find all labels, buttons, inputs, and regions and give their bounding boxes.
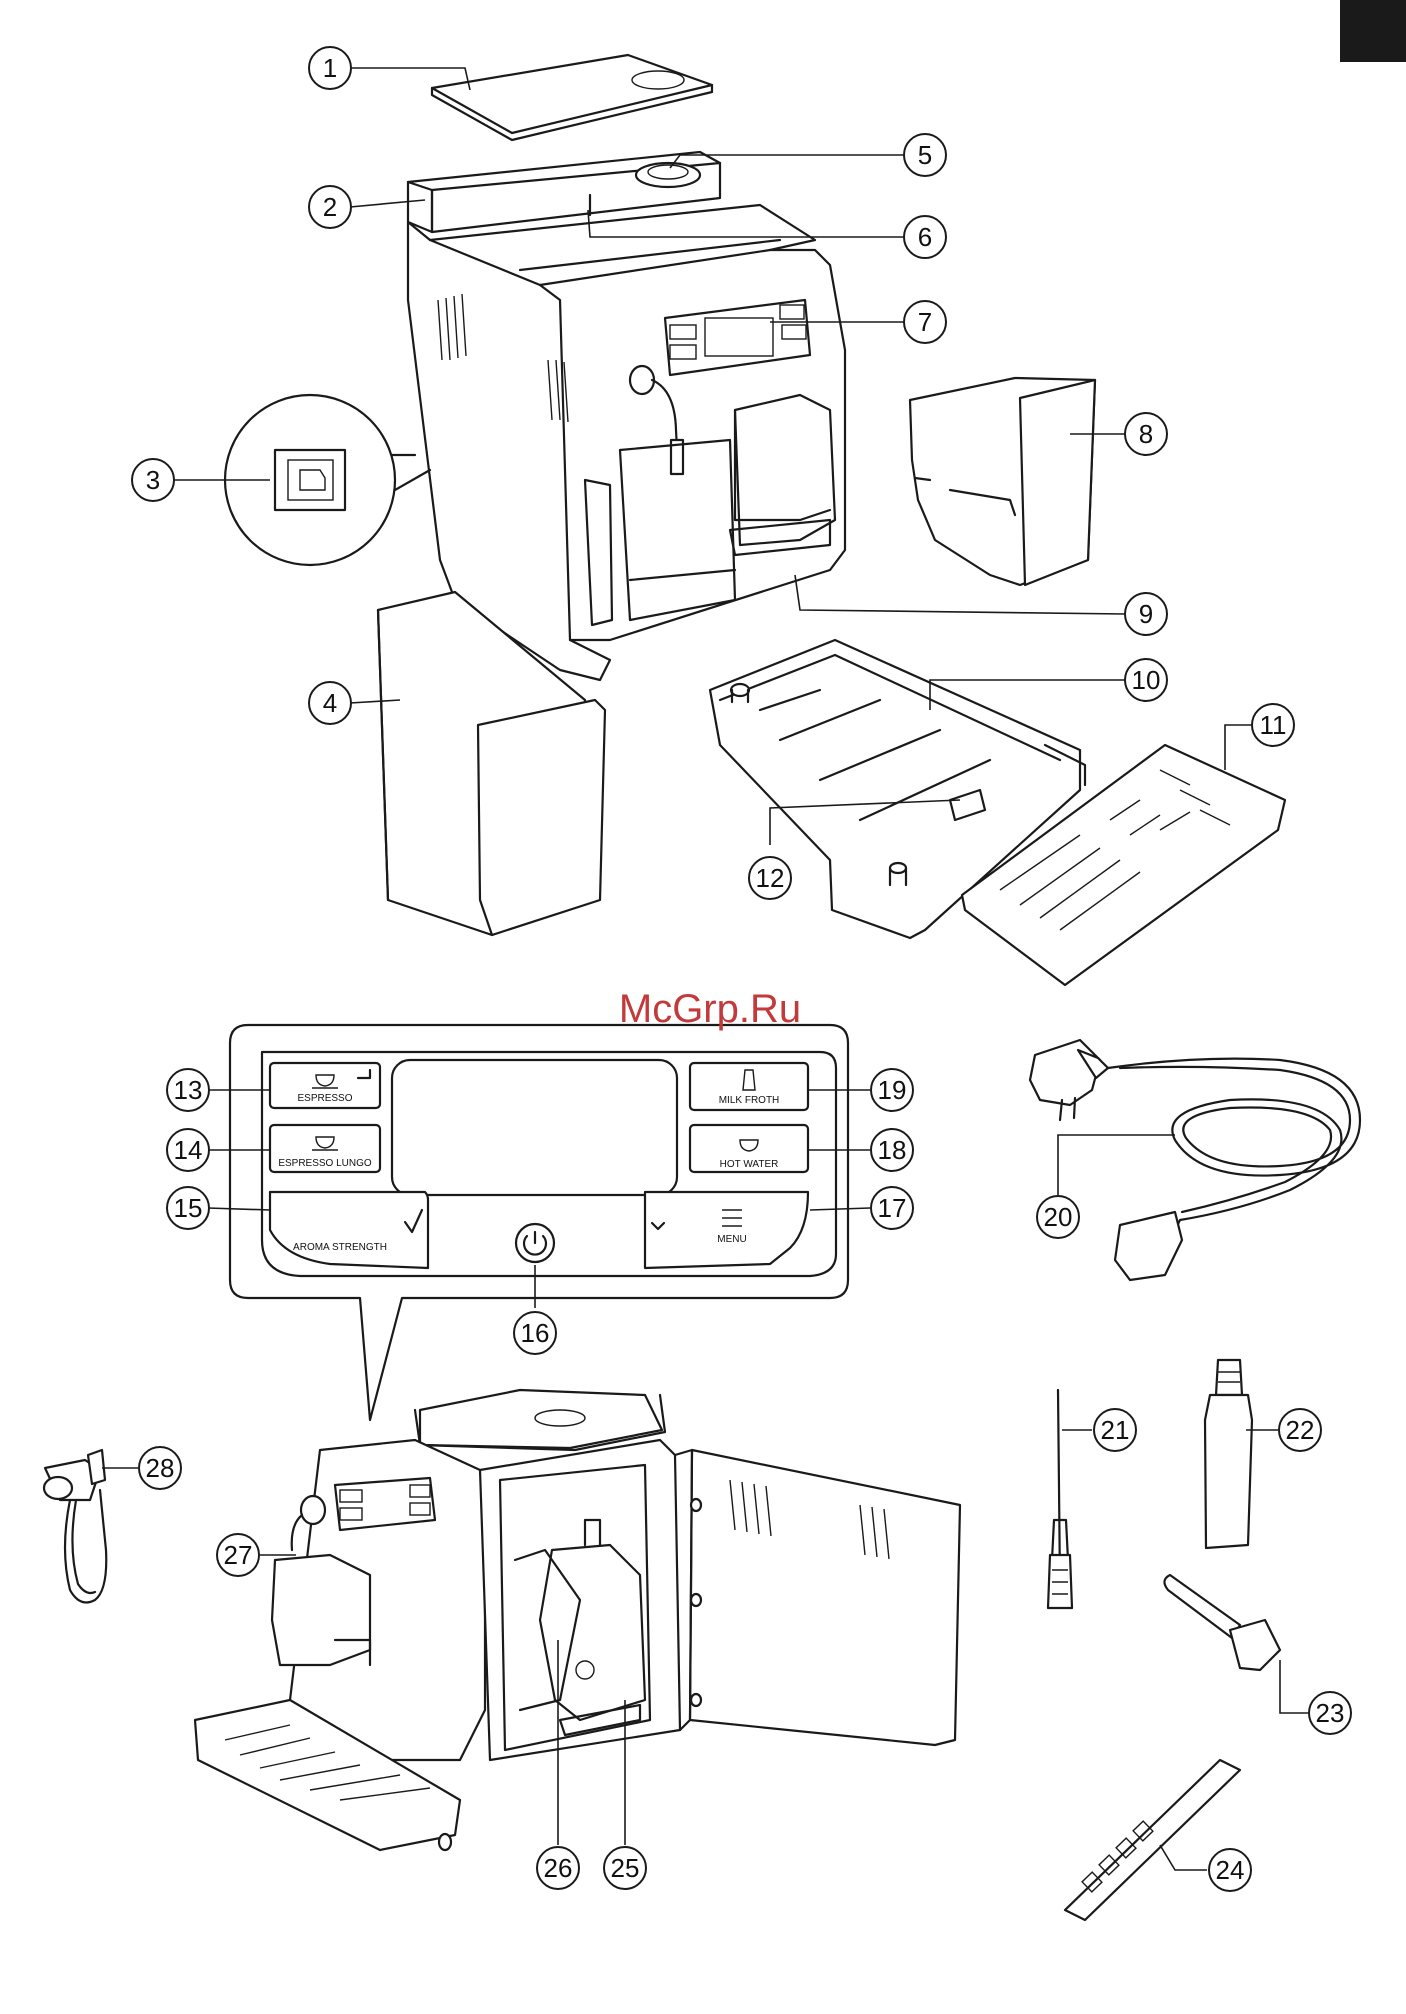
svg-text:12: 12 [756,863,785,893]
callout-3: 3 [132,459,174,501]
callout-21: 21 [1094,1409,1136,1451]
svg-text:1: 1 [323,53,337,83]
watermark: McGrp.Ru [619,987,801,1031]
callout-19: 19 [871,1069,913,1111]
water-hardness-test-strip [1065,1760,1240,1920]
svg-text:24: 24 [1216,1855,1245,1885]
callout-4: 4 [309,682,351,724]
power-cord [1030,1040,1360,1280]
svg-text:3: 3 [146,465,160,495]
callout-10: 10 [1125,659,1167,701]
svg-text:9: 9 [1139,599,1153,629]
callout-26: 26 [537,1847,579,1889]
cleaning-brush [1048,1390,1072,1608]
callout-9: 9 [1125,593,1167,635]
callout-24: 24 [1209,1849,1251,1891]
svg-text:2: 2 [323,192,337,222]
svg-text:21: 21 [1101,1415,1130,1445]
svg-text:16: 16 [521,1318,550,1348]
svg-text:14: 14 [174,1135,203,1165]
milk-froth-label: MILK FROTH [719,1095,780,1106]
callout-28: 28 [139,1447,181,1489]
callout-16: 16 [514,1312,556,1354]
callout-8: 8 [1125,413,1167,455]
callout-23: 23 [1309,1692,1351,1734]
svg-text:26: 26 [544,1853,573,1883]
svg-text:13: 13 [174,1075,203,1105]
svg-text:5: 5 [918,140,932,170]
svg-text:17: 17 [878,1193,907,1223]
svg-text:6: 6 [918,222,932,252]
espresso-lungo-label: ESPRESSO LUNGO [278,1158,372,1169]
svg-text:23: 23 [1316,1698,1345,1728]
callout-2: 2 [309,186,351,228]
callout-7: 7 [904,301,946,343]
coffee-machine-open-view [195,1390,960,1850]
svg-text:11: 11 [1260,710,1287,740]
water-tank-lid [432,55,712,140]
svg-text:20: 20 [1044,1202,1073,1232]
callout-6: 6 [904,216,946,258]
espresso-label: ESPRESSO [297,1093,352,1104]
svg-text:10: 10 [1132,665,1161,695]
callout-13: 13 [167,1069,209,1111]
measuring-scoop [1164,1575,1280,1670]
svg-text:8: 8 [1139,419,1153,449]
svg-text:7: 7 [918,307,932,337]
callout-27: 27 [217,1534,259,1576]
menu-label: MENU [717,1234,746,1245]
coffee-machine-top-view [408,152,845,680]
svg-text:19: 19 [878,1075,907,1105]
svg-text:28: 28 [146,1453,175,1483]
svg-text:4: 4 [323,688,337,718]
svg-text:22: 22 [1286,1415,1315,1445]
svg-text:15: 15 [174,1193,203,1223]
callout-12: 12 [749,857,791,899]
callout-20: 20 [1037,1196,1079,1238]
hot-water-label: HOT WATER [720,1159,779,1170]
callout-14: 14 [167,1129,209,1171]
callout-17: 17 [871,1187,913,1229]
callout-15: 15 [167,1187,209,1229]
callout-11: 11 [1252,704,1294,746]
callout-22: 22 [1279,1409,1321,1451]
callout-25: 25 [604,1847,646,1889]
coffee-grounds-container [910,378,1095,585]
callout-5: 5 [904,134,946,176]
milk-froth-tube [44,1450,106,1602]
grease-tube [1205,1360,1252,1548]
callout-1: 1 [309,47,351,89]
svg-text:18: 18 [878,1135,907,1165]
control-panel-detail: ESPRESSO ESPRESSO LUNGO AROMA STRENGTH M… [230,1025,848,1420]
callout-18: 18 [871,1129,913,1171]
svg-text:27: 27 [224,1540,253,1570]
svg-text:25: 25 [611,1853,640,1883]
aroma-strength-label: AROMA STRENGTH [293,1242,387,1253]
